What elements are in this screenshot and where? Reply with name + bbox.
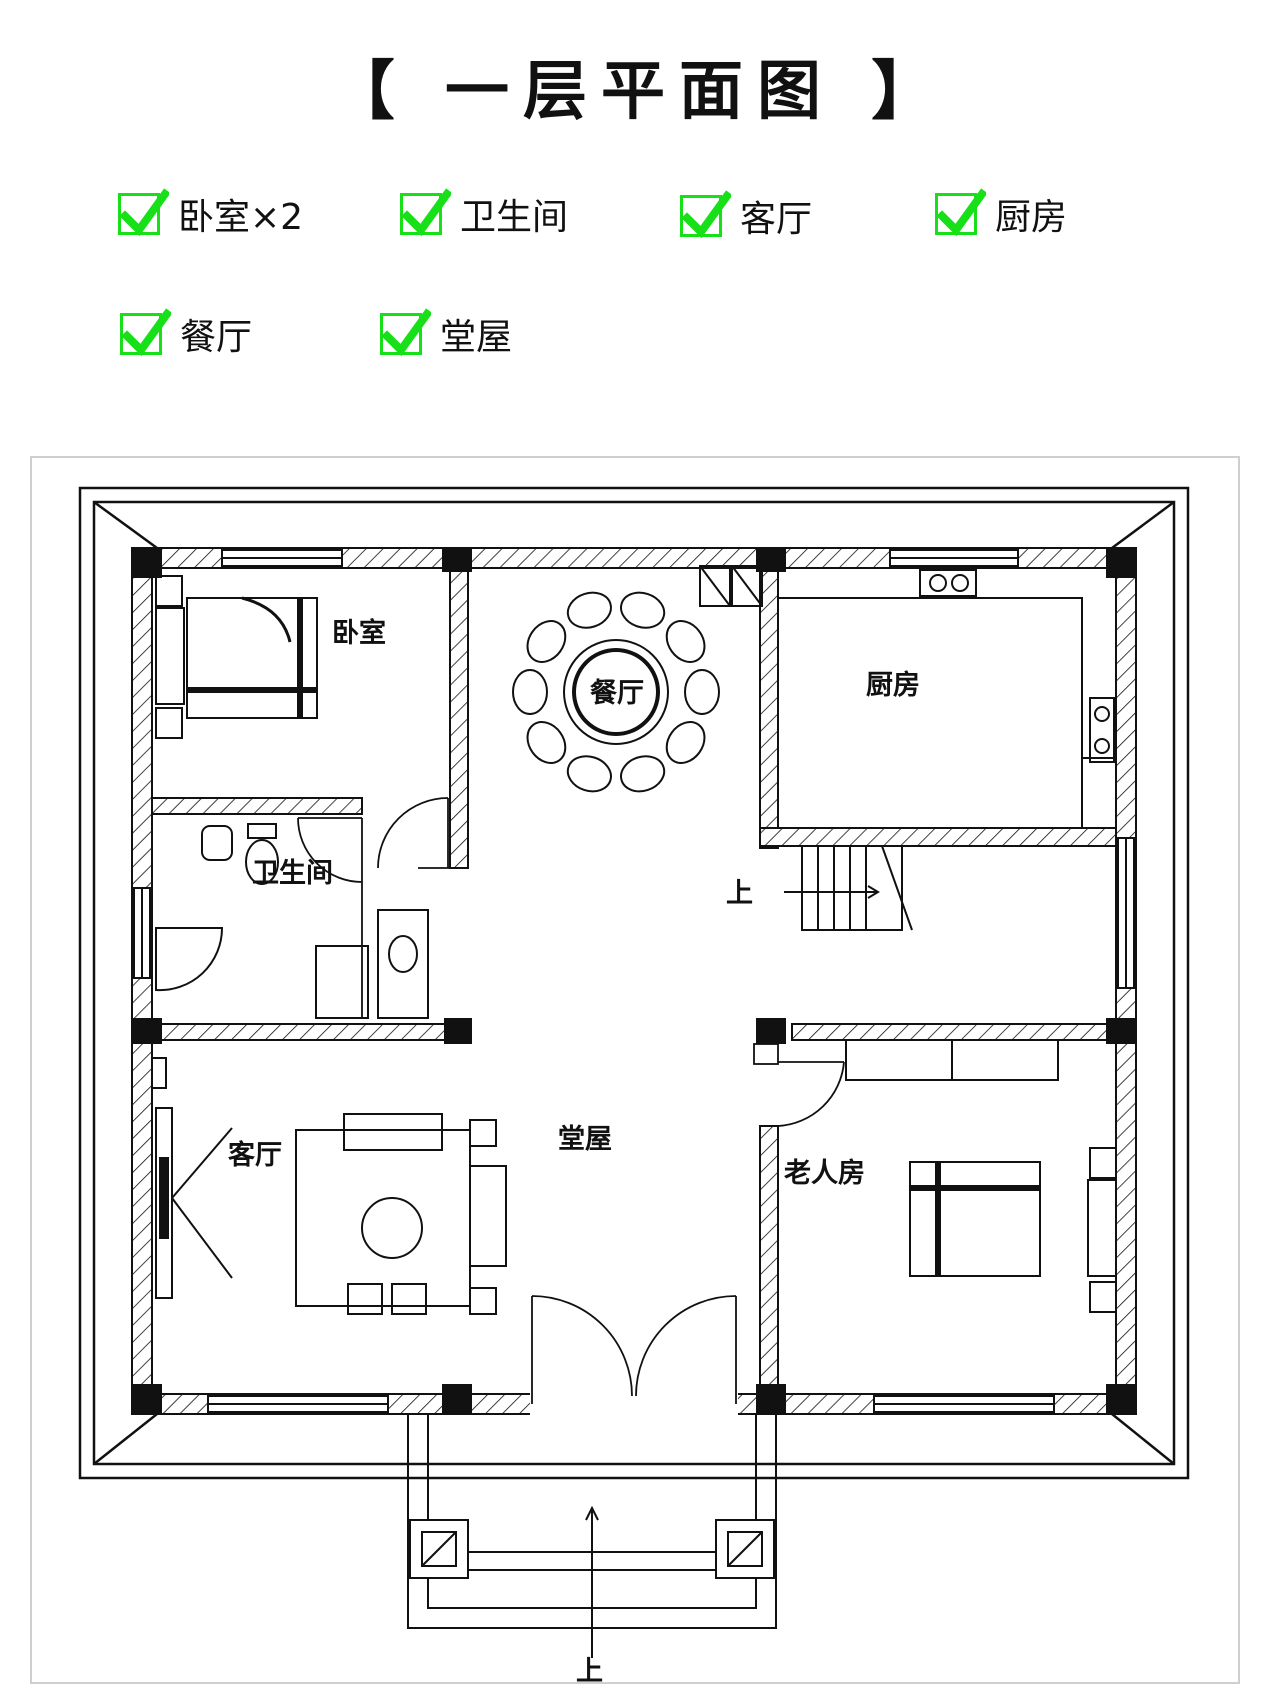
bathroom-fixtures [155, 823, 429, 1019]
feature-kitchen: 厨房 [935, 188, 1067, 240]
kitchen-counter [699, 565, 1116, 828]
feature-label: 客厅 [740, 199, 813, 240]
label-kitchen: 厨房 [866, 670, 920, 701]
dining-chair [665, 620, 706, 663]
dining-chair [512, 669, 548, 715]
dining-chairs [512, 591, 720, 793]
elder-room-door [753, 1043, 845, 1127]
elder-room-furniture [845, 1039, 1117, 1313]
feature-label: 堂屋 [440, 317, 513, 358]
label-bathroom: 卫生间 [252, 858, 333, 889]
floor-plan: 卧室 餐厅 厨房 卫生间 客厅 堂屋 老人房 上 上 [30, 456, 1240, 1686]
feature-dining: 餐厅 [120, 308, 252, 360]
feature-label: 卫生间 [460, 197, 569, 238]
staircase [784, 845, 913, 931]
checkmark-icon [120, 308, 171, 357]
checkmark-icon [380, 308, 431, 357]
bathroom-door [297, 817, 363, 1018]
dining-chair [566, 591, 612, 629]
bedroom-bed [155, 575, 318, 739]
label-elder-room: 老人房 [784, 1158, 865, 1189]
front-double-door [531, 1295, 737, 1404]
dining-chair [620, 755, 666, 793]
interior-walls [151, 547, 1117, 1415]
checkmark-icon [400, 188, 451, 237]
roof-outline [78, 486, 1190, 1480]
dining-chair [620, 591, 666, 629]
dining-chair [526, 721, 567, 764]
dining-chair [566, 755, 612, 793]
feature-label: 厨房 [995, 197, 1068, 238]
feature-hall: 堂屋 [380, 308, 512, 360]
living-room-furniture [151, 1057, 507, 1315]
label-entrance-up: 上 [576, 1656, 603, 1686]
entrance-porch [407, 1414, 777, 1658]
dining-chair [684, 669, 720, 715]
windows [133, 549, 1135, 1413]
wall-columns [132, 548, 1136, 1414]
dining-chair [665, 721, 706, 764]
page-title: 【 一层平面图 】 [330, 55, 950, 129]
dining-table [563, 639, 669, 745]
feature-bedroom: 卧室×2 [118, 188, 303, 240]
front-door-opening [530, 1392, 738, 1416]
bedroom-door [377, 797, 450, 869]
feature-bathroom: 卫生间 [400, 188, 568, 240]
feature-living: 客厅 [680, 190, 812, 242]
label-hall: 堂屋 [558, 1124, 612, 1155]
checkmark-icon [118, 188, 169, 237]
checkmark-icon [680, 190, 731, 239]
label-living: 客厅 [228, 1139, 282, 1171]
label-bedroom: 卧室 [332, 617, 386, 649]
checkmark-icon [935, 188, 986, 237]
label-dining: 餐厅 [590, 678, 644, 709]
feature-label: 餐厅 [180, 317, 253, 358]
feature-label: 卧室×2 [178, 197, 304, 238]
label-stair-up: 上 [726, 878, 753, 909]
dining-chair [526, 620, 567, 663]
